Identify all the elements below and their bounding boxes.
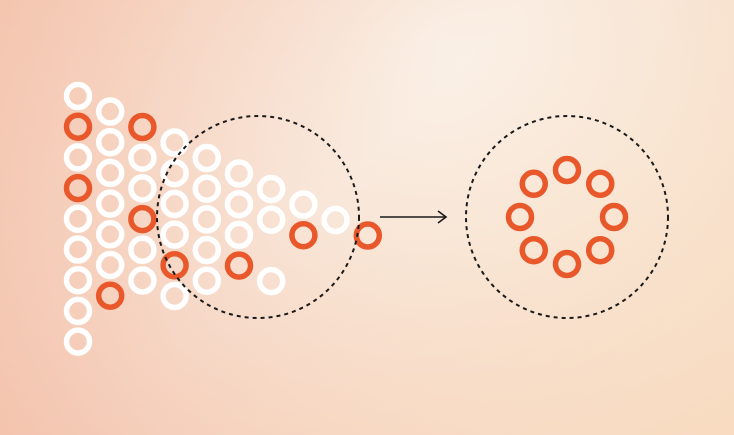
source-ring-group <box>63 81 383 356</box>
plain-ring <box>192 235 222 265</box>
plain-ring <box>192 266 222 296</box>
plain-ring <box>192 174 222 203</box>
plain-ring <box>160 128 189 157</box>
plain-ring <box>128 143 157 172</box>
result-ring-group <box>505 155 629 279</box>
highlighted-ring <box>95 281 125 310</box>
plain-ring <box>256 266 286 296</box>
plain-ring <box>63 235 93 264</box>
plain-ring <box>256 174 286 204</box>
plain-ring <box>224 220 254 250</box>
plain-ring <box>128 174 157 203</box>
plain-ring <box>63 327 93 356</box>
right-arrow-icon <box>380 210 448 224</box>
highlighted-ring <box>160 251 189 280</box>
plain-ring <box>95 97 125 126</box>
plain-ring <box>321 205 350 235</box>
plain-ring <box>160 281 189 311</box>
highlighted-ring <box>128 112 157 142</box>
selected-ring <box>585 169 615 199</box>
plain-ring <box>95 189 125 218</box>
arrow-head <box>437 210 448 224</box>
selection-circle-result <box>465 115 669 319</box>
selected-ring <box>519 169 549 199</box>
highlighted-ring <box>128 204 157 234</box>
plain-ring <box>224 189 254 219</box>
highlighted-ring <box>289 220 318 250</box>
plain-ring <box>160 158 189 188</box>
plain-ring <box>128 266 157 295</box>
plain-ring <box>224 159 254 188</box>
plain-ring <box>95 158 125 188</box>
plain-ring <box>63 204 93 234</box>
selection-circle-source <box>156 115 360 319</box>
selected-ring <box>552 155 582 185</box>
highlighted-ring <box>224 251 254 280</box>
highlighted-ring <box>63 112 93 141</box>
highlighted-ring <box>63 173 93 203</box>
plain-ring <box>160 220 189 249</box>
plain-ring <box>63 143 93 172</box>
selected-ring <box>505 202 535 232</box>
highlighted-ring <box>353 221 383 250</box>
plain-ring <box>63 265 93 295</box>
plain-ring <box>192 205 222 234</box>
plain-ring <box>95 220 125 249</box>
plain-ring <box>256 205 286 234</box>
selected-ring <box>519 235 549 265</box>
plain-ring <box>63 296 93 326</box>
plain-ring <box>160 189 189 219</box>
plain-ring <box>95 250 125 280</box>
plain-ring <box>128 235 157 265</box>
selected-ring <box>585 235 615 265</box>
plain-ring <box>95 127 125 157</box>
plain-ring <box>192 143 222 173</box>
selected-ring <box>552 249 582 279</box>
plain-ring <box>289 190 318 219</box>
selected-ring <box>599 202 629 232</box>
plain-ring <box>63 81 93 111</box>
